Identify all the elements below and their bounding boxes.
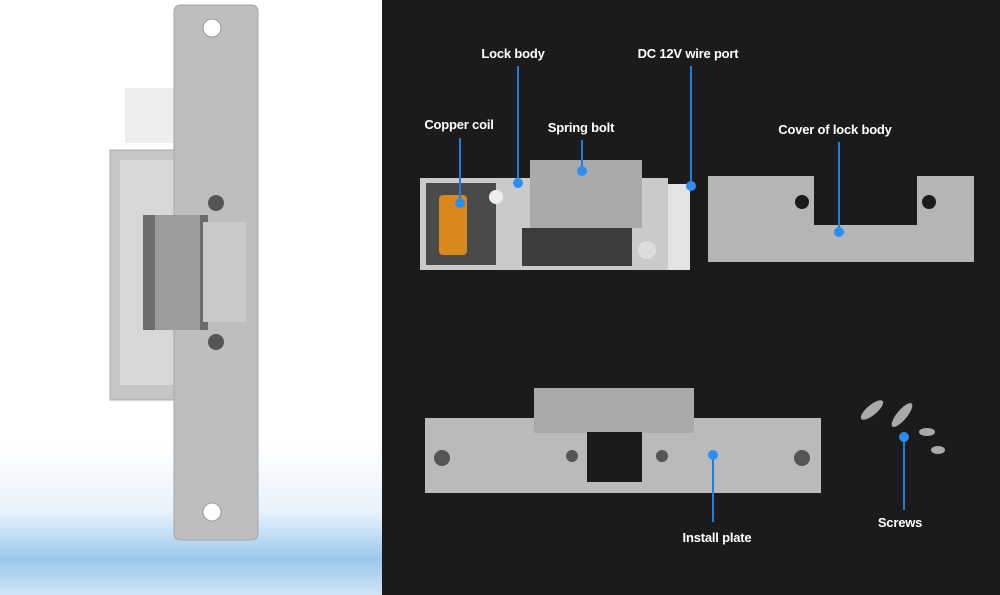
label-dc-wire-port: DC 12V wire port [637, 46, 739, 61]
marker-dot [834, 227, 844, 237]
copper-coil-shape [439, 195, 467, 255]
leader-line [690, 66, 692, 186]
leader-line [581, 140, 583, 171]
diagram-panel: Lock body DC 12V wire port Copper coil S… [382, 0, 1000, 595]
product-photo-panel [0, 0, 382, 595]
parts-illustration [420, 160, 974, 493]
label-spring-bolt: Spring bolt [547, 120, 615, 135]
label-lock-body: Lock body [481, 46, 545, 61]
electric-strike-photo [109, 4, 259, 541]
leader-line [712, 455, 714, 522]
cover-shape [708, 176, 974, 262]
marker-dot [708, 450, 718, 460]
marker-dot [686, 181, 696, 191]
marker-dot [577, 166, 587, 176]
label-copper-coil: Copper coil [424, 117, 494, 132]
marker-dot [455, 198, 465, 208]
screws-shape [860, 400, 945, 454]
label-screws: Screws [877, 515, 923, 530]
label-cover-of-lock-body: Cover of lock body [778, 122, 892, 137]
marker-dot [899, 432, 909, 442]
marker-dot [513, 178, 523, 188]
leader-line [838, 142, 840, 232]
label-install-plate: Install plate [682, 530, 752, 545]
leader-line [459, 138, 461, 203]
leader-line [517, 66, 519, 183]
leader-line [903, 437, 905, 510]
